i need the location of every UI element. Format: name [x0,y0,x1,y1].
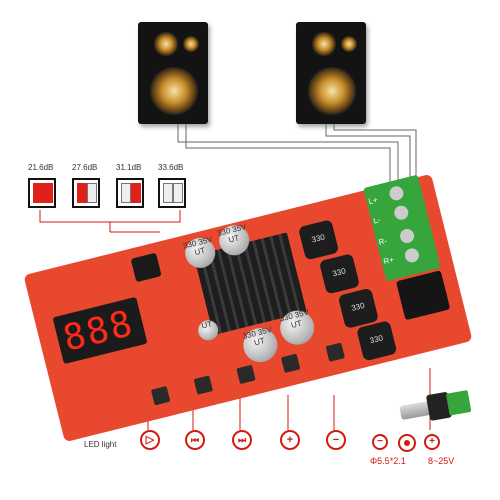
power-plus-icon: + [424,434,440,450]
power-jack [395,270,451,321]
gain-label: 27.6dB [72,163,98,172]
terminal-screw [387,184,405,202]
power-center-pin-icon [398,434,416,452]
gain-switch-1 [33,183,43,203]
gain-switch-1 [77,183,87,203]
right-speaker [296,22,366,124]
gain-switch-1 [163,183,173,203]
minus-icon: − [326,430,346,450]
terminal-label-r-minus: R- [377,236,389,247]
previous-icon: ⏮ [185,430,205,450]
gain-switch-2 [173,183,183,203]
gain-switch-2 [87,183,97,203]
gain-label: 21.6dB [28,163,54,172]
power-minus-icon: − [372,434,388,450]
capacitor: 330 35V UT [239,324,281,366]
right-speaker-tweeter-small [341,36,357,52]
gain-switch-1 [121,183,131,203]
inductor: 330 [356,320,398,362]
led-digits: 888 [59,302,139,360]
gain-switch-31-1db [116,178,144,208]
right-speaker-tweeter [312,32,336,56]
next-icon: ⏭ [232,430,252,450]
gain-switch-2 [43,183,53,203]
terminal-screw [398,227,416,245]
terminal-screw [403,246,421,264]
inductor: 330 [337,287,379,329]
terminal-label-r-plus: R+ [382,255,395,267]
left-speaker-tweeter-small [183,36,199,52]
terminal-screw [392,204,410,222]
terminal-label-l-minus: L- [372,215,382,226]
capacitor: 330 35V UT [276,307,318,349]
audio-jack [130,252,162,283]
left-speaker-woofer [150,67,198,115]
pcb-button-minus[interactable] [325,342,345,362]
inductor: 330 [298,219,340,261]
pcb-button-next[interactable] [236,364,256,385]
gain-switch-21-6db [28,178,56,208]
jack-spec: Φ5.5*2.1 [370,456,406,466]
right-speaker-woofer [308,67,356,115]
gain-switch-27-6db [72,178,100,208]
play-icon: ▷ [140,430,160,450]
gain-switch-2 [131,183,141,203]
pcb-button-play[interactable] [150,386,171,406]
inductor: 330 [318,253,361,295]
center-pin-dot [404,440,410,446]
gain-label: 31.1dB [116,163,142,172]
plus-icon: + [280,430,300,450]
dc-adapter-terminal [445,390,472,416]
led-display: 888 [52,296,148,365]
terminal-label-l-plus: L+ [367,195,379,207]
pcb-button-plus[interactable] [280,353,301,374]
input-voltage: 8~25V [428,456,455,466]
left-speaker-tweeter [154,32,178,56]
gain-label: 33.6dB [158,163,184,172]
led-light-label: LED light [84,440,117,449]
pcb-button-previous[interactable] [193,375,214,395]
gain-switch-33-6db [158,178,186,208]
left-speaker [138,22,208,124]
